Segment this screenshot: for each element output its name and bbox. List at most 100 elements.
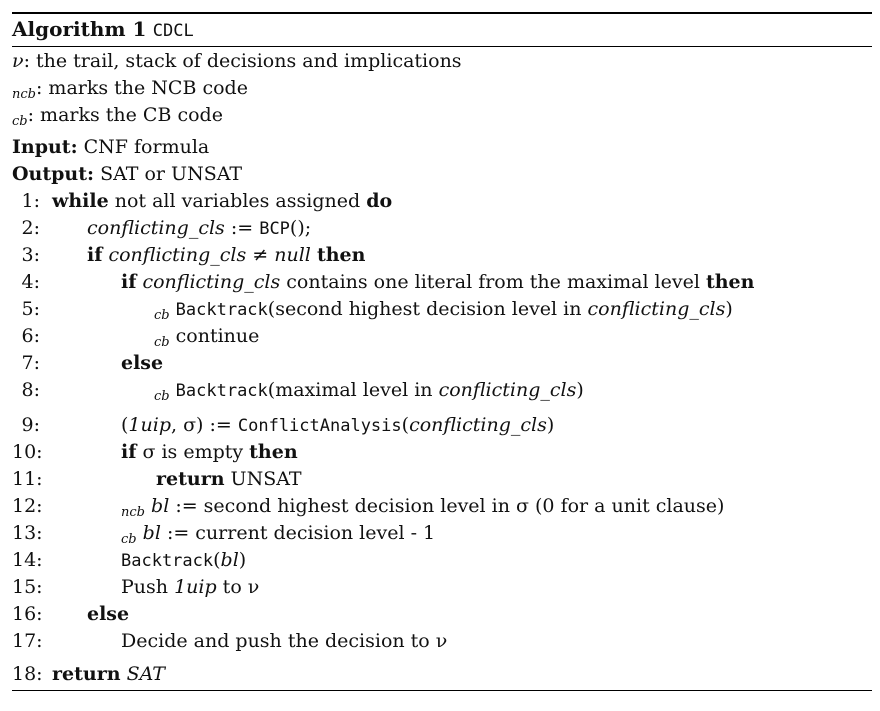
code-text: σ is empty <box>136 441 250 463</box>
code-text: to ν <box>216 576 260 598</box>
keyword: do <box>366 190 393 212</box>
output-label: Output: <box>12 163 95 185</box>
keyword: then <box>705 271 755 293</box>
code-line: 13: cb bl := current decision level - 1 <box>12 520 435 547</box>
code-line: 6: cb continue <box>12 323 260 350</box>
line-number: 4: <box>21 271 41 293</box>
variable: bl <box>220 549 239 571</box>
code-text: Push <box>121 576 175 598</box>
code-line: 15: Push 1uip to ν <box>12 574 259 600</box>
variable: conflicting_cls <box>587 298 726 320</box>
keyword: then <box>316 244 366 266</box>
line-number: 2: <box>21 217 41 239</box>
line-number: 18: <box>12 663 43 685</box>
variable: conflicting_cls <box>142 271 281 293</box>
code-text: ) <box>725 298 733 320</box>
code-text: := current decision level - 1 <box>160 522 436 544</box>
code-line: 17: Decide and push the decision to ν <box>12 628 447 654</box>
line-number: 11: <box>12 468 43 490</box>
keyword: if <box>87 244 103 266</box>
function-name: Backtrack <box>121 551 214 571</box>
note-text: : the trail, stack of decisions and impl… <box>23 50 462 72</box>
code-text: := <box>224 217 260 239</box>
variable: bl <box>151 495 170 517</box>
code-line: 5: cb Backtrack(second highest decision … <box>12 296 733 323</box>
code-text: ( <box>401 414 410 436</box>
line-number: 16: <box>12 603 43 625</box>
note-sub: cb <box>12 114 28 129</box>
keyword: while <box>52 190 109 212</box>
line-number: 17: <box>12 630 43 652</box>
code-line: 18: return SAT <box>12 661 165 687</box>
line-number: 3: <box>21 244 41 266</box>
code-text: (second highest decision level in <box>267 298 588 320</box>
code-line: 1: while not all variables assigned do <box>12 188 393 214</box>
input-value: CNF formula <box>83 136 210 158</box>
code-marker: ncb <box>121 505 145 520</box>
keyword: if <box>121 441 137 463</box>
code-text: contains one literal from the maximal le… <box>280 271 706 293</box>
code-text: , σ) := <box>171 414 238 436</box>
code-text: ) <box>238 549 247 571</box>
keyword: return <box>52 663 121 685</box>
variable: bl <box>142 522 161 544</box>
variable: null <box>274 244 311 266</box>
line-number: 10: <box>12 441 43 463</box>
code-text: Decide and push the decision to ν <box>121 630 448 652</box>
keyword: else <box>87 603 130 625</box>
algorithm-name: CDCL <box>152 21 194 41</box>
note-sub: ncb <box>12 87 36 102</box>
keyword: then <box>249 441 298 463</box>
function-name: Backtrack <box>175 300 268 320</box>
input-label: Input: <box>12 136 78 158</box>
note-text: : marks the CB code <box>27 104 223 126</box>
code-line: 2: conflicting_cls := BCP(); <box>12 215 312 241</box>
note-trail: ν: the trail, stack of decisions and imp… <box>12 48 462 74</box>
code-line: 7: else <box>12 350 164 376</box>
line-number: 15: <box>12 576 43 598</box>
code-line: 3: if conflicting_cls ≠ null then <box>12 242 366 268</box>
code-line: 9: (1uip, σ) := ConflictAnalysis(conflic… <box>12 412 555 438</box>
variable: 1uip <box>174 576 217 598</box>
output-line: Output: SAT or UNSAT <box>12 161 242 187</box>
line-number: 5: <box>21 298 41 320</box>
code-text: UNSAT <box>224 468 302 490</box>
code-text: ) <box>576 379 584 401</box>
line-number: 13: <box>12 522 43 544</box>
keyword: if <box>121 271 137 293</box>
algorithm-label: Algorithm 1 <box>12 17 147 41</box>
code-line: 8: cb Backtrack(maximal level in conflic… <box>12 377 584 404</box>
line-number: 12: <box>12 495 43 517</box>
code-line: 12: ncb bl := second highest decision le… <box>12 493 724 520</box>
code-text: not all variables assigned <box>108 190 367 212</box>
note-ncb: ncb: marks the NCB code <box>12 75 248 102</box>
code-text: ≠ <box>246 244 275 266</box>
code-text: ( <box>213 549 221 571</box>
line-number: 8: <box>21 379 41 401</box>
code-text: (); <box>289 217 312 239</box>
line-number: 7: <box>21 352 41 374</box>
input-line: Input: CNF formula <box>12 134 209 160</box>
code-line: 16: else <box>12 601 129 627</box>
variable: SAT <box>126 663 165 685</box>
variable: 1uip <box>128 414 171 436</box>
function-name: BCP <box>259 219 290 239</box>
code-marker: cb <box>121 532 137 547</box>
variable: conflicting_cls <box>409 414 547 436</box>
note-symbol: ν <box>12 50 24 72</box>
code-text: (maximal level in <box>267 379 439 401</box>
note-text: : marks the NCB code <box>35 77 248 99</box>
code-text: continue <box>175 325 260 347</box>
line-number: 6: <box>21 325 41 347</box>
header-rule <box>12 46 872 47</box>
note-cb: cb: marks the CB code <box>12 102 223 129</box>
line-number: 9: <box>21 414 41 436</box>
code-line: 11: return UNSAT <box>12 466 302 492</box>
code-line: 4: if conflicting_cls contains one liter… <box>12 269 755 295</box>
keyword: return <box>156 468 225 490</box>
code-marker: cb <box>154 308 170 323</box>
code-line: 10: if σ is empty then <box>12 439 298 465</box>
line-number: 14: <box>12 549 43 571</box>
code-text: ) <box>546 414 555 436</box>
line-number: 1: <box>21 190 41 212</box>
